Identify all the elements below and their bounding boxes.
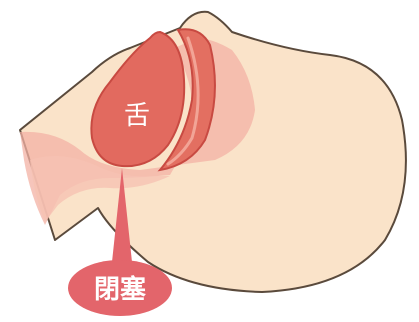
obstruction-label: 閉塞 [94, 274, 146, 305]
tongue-label: 舌 [124, 101, 150, 131]
